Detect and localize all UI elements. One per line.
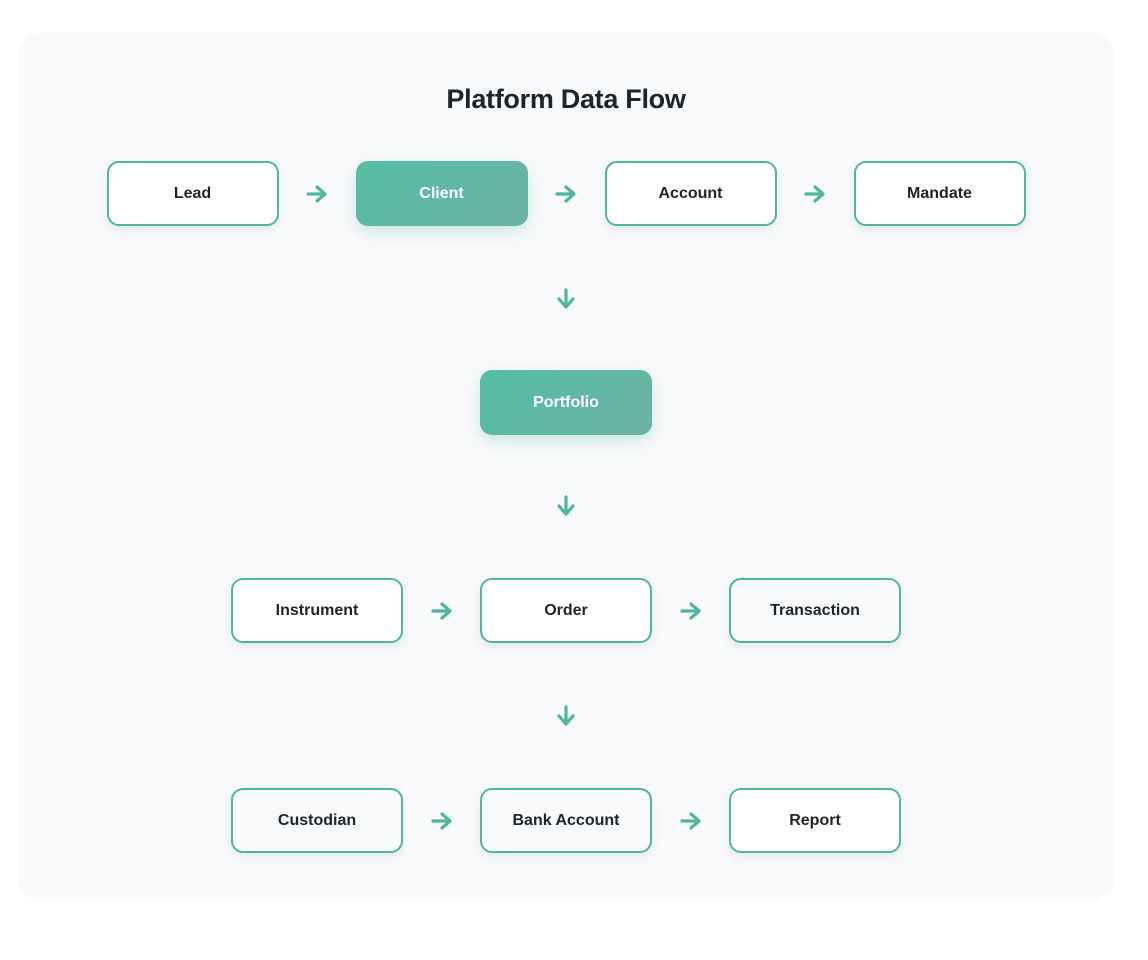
node-client[interactable]: Client [355,161,528,226]
right-arrow-icon [679,600,703,622]
right-arrow-icon [803,183,827,205]
down-arrow-icon [554,494,578,518]
node-label: Portfolio [533,393,599,411]
node-custodian[interactable]: Custodian [231,788,403,853]
node-label: Custodian [277,811,357,829]
right-arrow-icon [430,810,454,832]
down-arrow-icon [554,287,578,311]
flow-card: Platform Data Flow Lead Client Account M… [18,32,1114,901]
node-instrument[interactable]: Instrument [231,578,403,643]
node-label: Transaction [770,601,860,619]
node-label: Account [658,184,723,202]
node-label: Lead [173,184,212,202]
right-arrow-icon [430,600,454,622]
flow-row-2: Portfolio [18,370,1114,435]
down-arrow-icon [554,704,578,728]
node-transaction[interactable]: Transaction [729,578,901,643]
node-label: Instrument [275,601,359,619]
node-portfolio[interactable]: Portfolio [480,370,652,435]
node-label: Order [544,601,588,619]
flow-row-4: Custodian Bank Account Report [18,788,1114,853]
node-account[interactable]: Account [604,161,777,226]
page-title: Platform Data Flow [446,84,686,114]
flow-row-3: Instrument Order Transaction [18,578,1114,643]
node-report[interactable]: Report [729,788,901,853]
right-arrow-icon [305,183,329,205]
node-label: Client [419,184,464,202]
node-lead[interactable]: Lead [106,161,279,226]
node-mandate[interactable]: Mandate [853,161,1026,226]
node-bank-account[interactable]: Bank Account [480,788,652,853]
node-label: Bank Account [512,811,620,829]
node-order[interactable]: Order [480,578,652,643]
right-arrow-icon [554,183,578,205]
flow-row-1: Lead Client Account Mandate [18,161,1114,226]
node-label: Report [789,811,841,829]
right-arrow-icon [679,810,703,832]
node-label: Mandate [907,184,972,202]
